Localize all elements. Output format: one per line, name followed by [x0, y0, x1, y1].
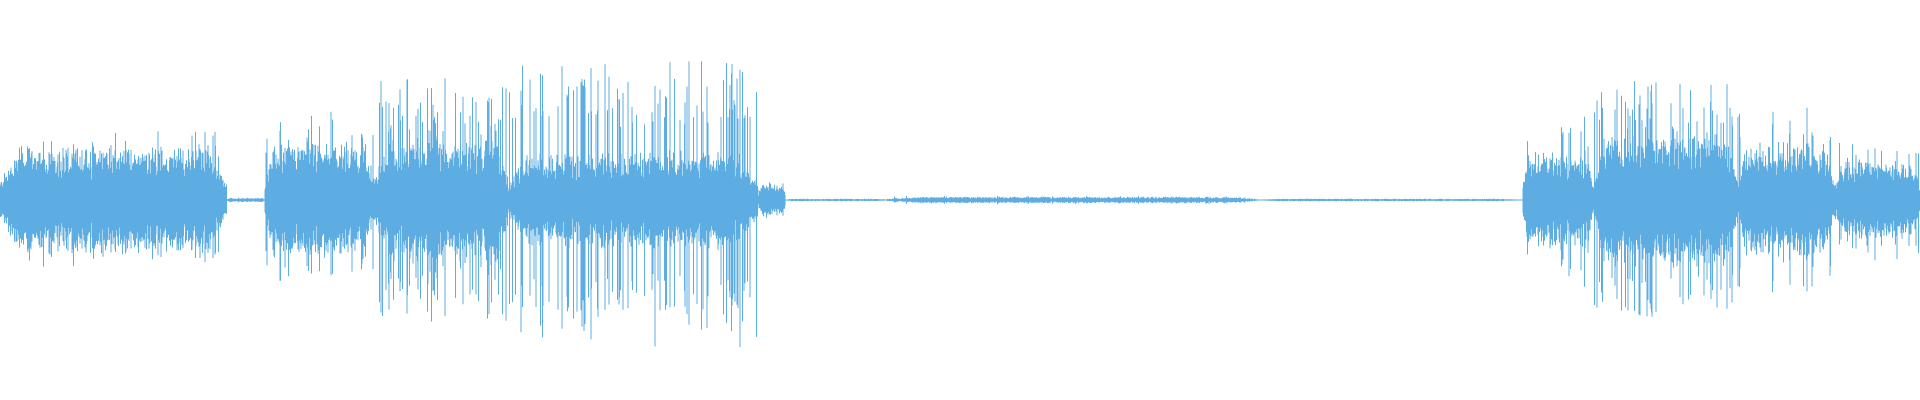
waveform-trace: [0, 61, 1920, 348]
